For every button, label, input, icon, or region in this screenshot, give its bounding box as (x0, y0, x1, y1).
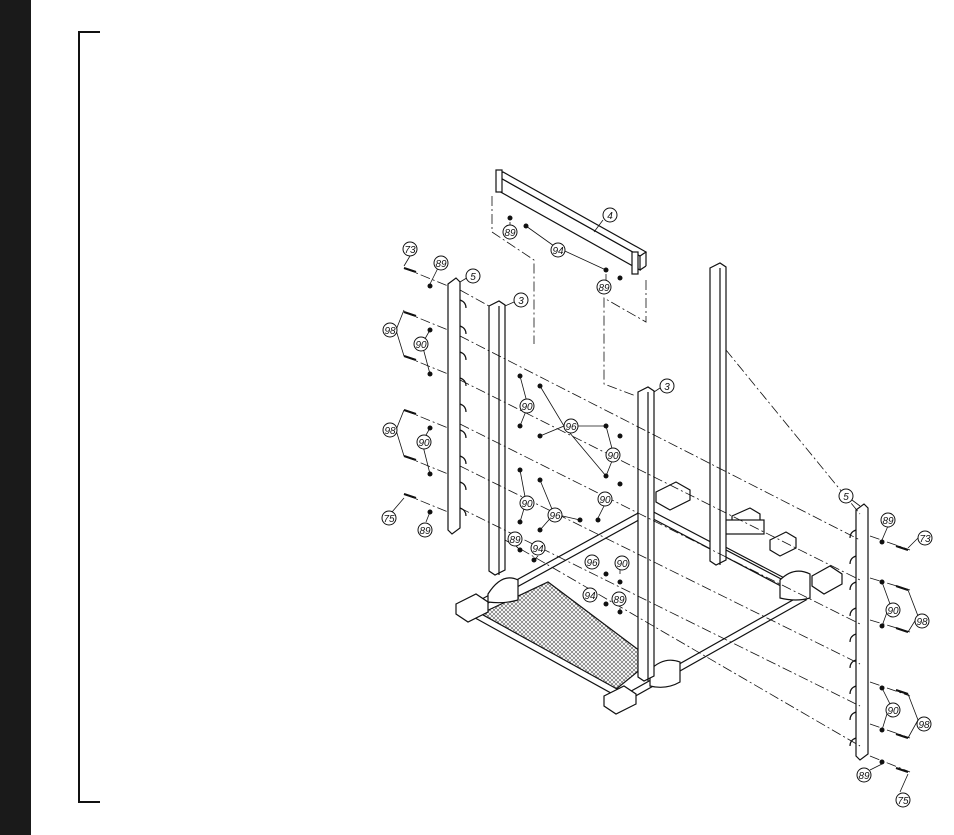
svg-text:94: 94 (584, 591, 596, 602)
svg-text:5: 5 (470, 272, 476, 283)
svg-text:90: 90 (521, 402, 533, 413)
callout-94: 94 (551, 243, 565, 257)
callout-3: 3 (514, 293, 528, 307)
callout-90: 90 (606, 448, 620, 462)
svg-text:98: 98 (918, 720, 930, 731)
callout-96: 96 (548, 508, 562, 522)
callout-4: 4 (603, 208, 617, 222)
svg-text:90: 90 (887, 606, 899, 617)
callout-73: 73 (403, 242, 417, 256)
svg-text:90: 90 (616, 559, 628, 570)
callout-90: 90 (520, 496, 534, 510)
callout-5: 5 (839, 489, 853, 503)
callout-89: 89 (503, 225, 517, 239)
leader-lines (392, 220, 918, 792)
svg-text:89: 89 (598, 283, 610, 294)
svg-text:90: 90 (521, 499, 533, 510)
callout-98: 98 (917, 717, 931, 731)
callout-90: 90 (417, 435, 431, 449)
callout-89: 89 (857, 768, 871, 782)
svg-text:96: 96 (549, 511, 561, 522)
svg-text:89: 89 (613, 595, 625, 606)
svg-text:73: 73 (404, 245, 416, 256)
frame-structure (448, 170, 868, 760)
callout-90: 90 (414, 337, 428, 351)
svg-text:94: 94 (532, 544, 544, 555)
callout-98: 98 (383, 423, 397, 437)
callout-90: 90 (886, 703, 900, 717)
svg-text:75: 75 (383, 514, 395, 525)
callout-90: 90 (615, 556, 629, 570)
callout-73: 73 (918, 531, 932, 545)
svg-text:4: 4 (607, 211, 613, 222)
callout-98: 98 (915, 614, 929, 628)
callout-89: 89 (597, 280, 611, 294)
svg-text:5: 5 (843, 492, 849, 503)
svg-text:89: 89 (858, 771, 870, 782)
callout-89: 89 (418, 523, 432, 537)
svg-text:89: 89 (419, 526, 431, 537)
svg-text:3: 3 (664, 382, 670, 393)
rear-upright (710, 263, 726, 565)
callout-96: 96 (564, 419, 578, 433)
left-hook-strip (448, 278, 466, 534)
callout-89: 89 (508, 532, 522, 546)
svg-text:96: 96 (586, 558, 598, 569)
callout-94: 94 (583, 588, 597, 602)
callout-89: 89 (434, 256, 448, 270)
svg-text:98: 98 (384, 326, 396, 337)
svg-text:75: 75 (897, 796, 909, 807)
right-front-upright (638, 387, 654, 681)
callout-89: 89 (881, 513, 895, 527)
callout-89: 89 (612, 592, 626, 606)
svg-text:90: 90 (599, 495, 611, 506)
svg-text:90: 90 (607, 451, 619, 462)
svg-text:98: 98 (384, 426, 396, 437)
svg-text:90: 90 (418, 438, 430, 449)
svg-text:73: 73 (919, 534, 931, 545)
svg-text:89: 89 (504, 228, 516, 239)
right-hook-strip (850, 504, 868, 760)
svg-text:94: 94 (552, 246, 564, 257)
svg-text:89: 89 (509, 535, 521, 546)
svg-text:89: 89 (435, 259, 447, 270)
callout-90: 90 (886, 603, 900, 617)
svg-text:89: 89 (882, 516, 894, 527)
top-crossbar (496, 170, 646, 274)
svg-text:96: 96 (565, 422, 577, 433)
callout-96: 96 (585, 555, 599, 569)
left-front-upright (489, 301, 505, 575)
callout-5: 5 (466, 269, 480, 283)
callout-labels: 4 89 94 89 73 89 5 3 98 90 90 96 3 98 90… (382, 208, 932, 807)
callout-75: 75 (382, 511, 396, 525)
callout-98: 98 (383, 323, 397, 337)
callout-90: 90 (598, 492, 612, 506)
callout-75: 75 (896, 793, 910, 807)
svg-text:90: 90 (887, 706, 899, 717)
svg-text:3: 3 (518, 296, 524, 307)
callout-3: 3 (660, 379, 674, 393)
svg-text:98: 98 (916, 617, 928, 628)
callout-94: 94 (531, 541, 545, 555)
svg-text:90: 90 (415, 340, 427, 351)
callout-90: 90 (520, 399, 534, 413)
